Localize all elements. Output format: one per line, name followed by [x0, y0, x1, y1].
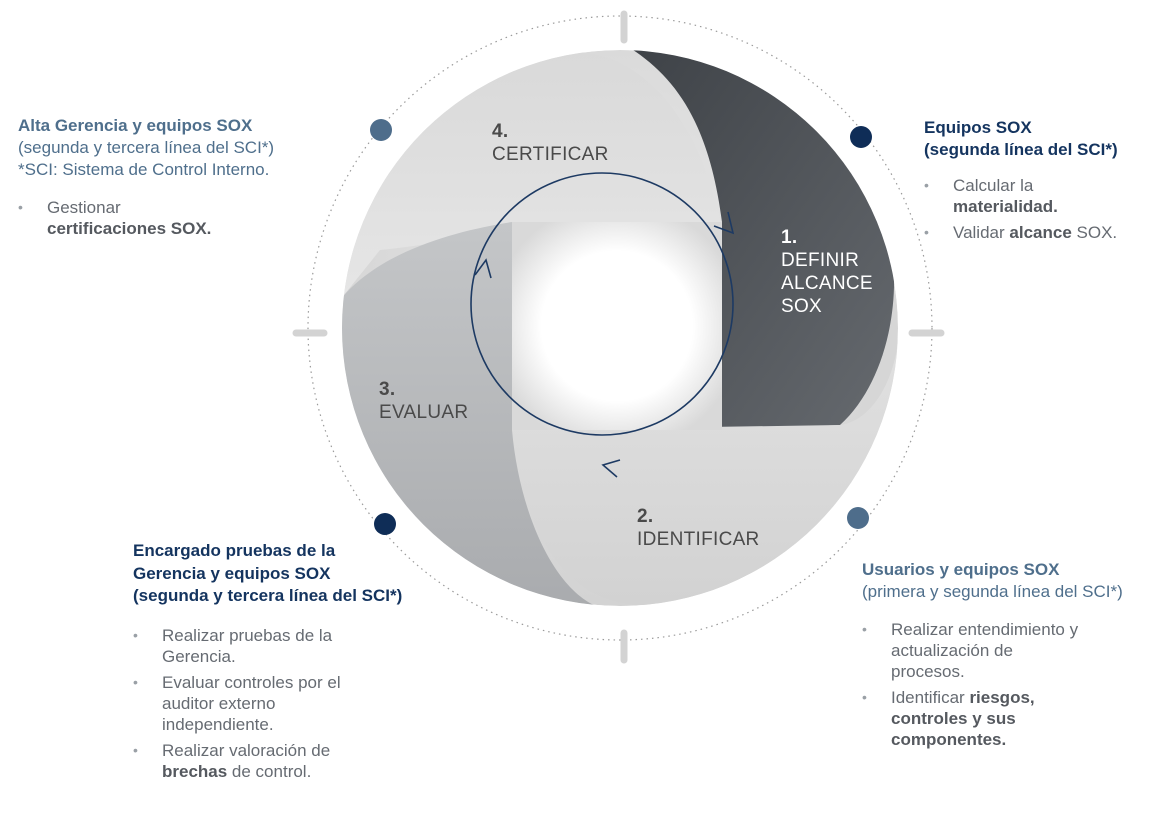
- role-block-top-right: Equipos SOX (segunda línea del SCI*) Cal…: [924, 116, 1154, 248]
- marker-top-left: [370, 119, 392, 141]
- role-title: Usuarios y equipos SOX: [862, 560, 1060, 579]
- inner-cycle-ring: [470, 172, 734, 436]
- ring-tick-marks: [292, 10, 945, 664]
- stage-3-number: 3.: [379, 379, 396, 400]
- stage-4-label: 4. CERTIFICAR: [492, 120, 609, 166]
- stage-3-name: EVALUAR: [379, 402, 469, 423]
- bullet-emphasis: riesgos, controles y sus componentes.: [891, 688, 1035, 749]
- marker-top-right: [850, 126, 872, 148]
- stage-2-number: 2.: [637, 506, 654, 527]
- role-title-line-2: Gerencia y equipos SOX: [133, 564, 331, 583]
- bullet-text: Realizar entendimiento y actualización d…: [891, 620, 1079, 681]
- bullet-item: Calcular la materialidad.: [924, 175, 1154, 217]
- bullet-text: Identificar: [891, 688, 970, 707]
- bullet-item: Validar alcance SOX.: [924, 222, 1154, 243]
- marker-bottom-right: [847, 507, 869, 529]
- role-subtitle: (segunda línea del SCI*): [924, 140, 1118, 159]
- role-markers: [370, 119, 872, 535]
- bullet-emphasis: brechas: [162, 762, 228, 781]
- stage-1-label: 1. DEFINIR ALCANCE SOX: [781, 226, 873, 318]
- cycle-disc: [342, 50, 898, 606]
- stage-4-number: 4.: [492, 121, 509, 142]
- center-square: [512, 222, 722, 430]
- role-title-line-1: Encargado pruebas de la: [133, 541, 336, 560]
- bullet-item: Gestionar certificaciones SOX.: [18, 197, 258, 239]
- bullet-item: Identificar riesgos, controles y sus com…: [862, 687, 1087, 750]
- role-title: Equipos SOX: [924, 118, 1032, 137]
- role-subtitle: (primera y segunda línea del SCI*): [862, 582, 1123, 601]
- bullet-item: Realizar pruebas de la Gerencia.: [133, 625, 363, 667]
- stage-1-name-line-2: ALCANCE: [781, 273, 873, 294]
- inner-cycle-arrows: [470, 172, 735, 478]
- stage-4-name: CERTIFICAR: [492, 144, 609, 165]
- role-bullets: Calcular la materialidad. Validar alcanc…: [924, 175, 1154, 243]
- bullet-text: Realizar valoración de: [162, 741, 331, 760]
- role-bullets: Gestionar certificaciones SOX.: [18, 197, 258, 239]
- role-subtitle: (segunda y tercera línea del SCI*): [18, 138, 275, 157]
- role-block-bottom-left: Encargado pruebas de la Gerencia y equip…: [133, 539, 433, 787]
- role-bullets: Realizar entendimiento y actualización d…: [862, 619, 1087, 750]
- role-bullets: Realizar pruebas de la Gerencia. Evaluar…: [133, 625, 363, 782]
- bullet-item: Realizar entendimiento y actualización d…: [862, 619, 1087, 682]
- segment-identificar: [512, 330, 898, 606]
- role-block-bottom-right: Usuarios y equipos SOX (primera y segund…: [862, 558, 1158, 755]
- stage-1-name-line-3: SOX: [781, 296, 823, 317]
- bullet-text: Validar: [953, 223, 1010, 242]
- bullet-text: de control.: [227, 762, 312, 781]
- arrow-to-definir: [713, 211, 735, 235]
- bullet-emphasis: materialidad.: [953, 197, 1058, 216]
- role-block-top-left: Alta Gerencia y equipos SOX (segunda y t…: [18, 114, 348, 244]
- bullet-text: Evaluar controles por el auditor externo…: [162, 673, 341, 734]
- bullet-item: Evaluar controles por el auditor externo…: [133, 672, 363, 735]
- bullet-emphasis: certificaciones SOX.: [47, 219, 212, 238]
- bullet-text: Calcular la: [953, 176, 1034, 195]
- role-subtitle: (segunda y tercera línea del SCI*): [133, 586, 403, 605]
- marker-bottom-left: [374, 513, 396, 535]
- sci-footnote: *SCI: Sistema de Control Interno.: [18, 160, 270, 179]
- bullet-text: SOX.: [1071, 223, 1118, 242]
- outer-dotted-ring: [307, 15, 933, 641]
- bullet-text: Gestionar: [47, 198, 121, 217]
- stage-2-name: IDENTIFICAR: [637, 529, 760, 550]
- bullet-emphasis: alcance: [1009, 223, 1072, 242]
- arrow-to-identificar: [601, 459, 621, 478]
- role-title: Alta Gerencia y equipos SOX: [18, 116, 253, 135]
- stage-3-label: 3. EVALUAR: [379, 378, 468, 424]
- stage-2-label: 2. IDENTIFICAR: [637, 505, 760, 551]
- bullet-item: Realizar valoración de brechas de contro…: [133, 740, 363, 782]
- stage-1-number: 1.: [781, 227, 798, 248]
- arrow-to-certificar: [474, 258, 492, 279]
- bullet-text: Realizar pruebas de la Gerencia.: [162, 626, 333, 666]
- stage-1-name-line-1: DEFINIR: [781, 250, 860, 271]
